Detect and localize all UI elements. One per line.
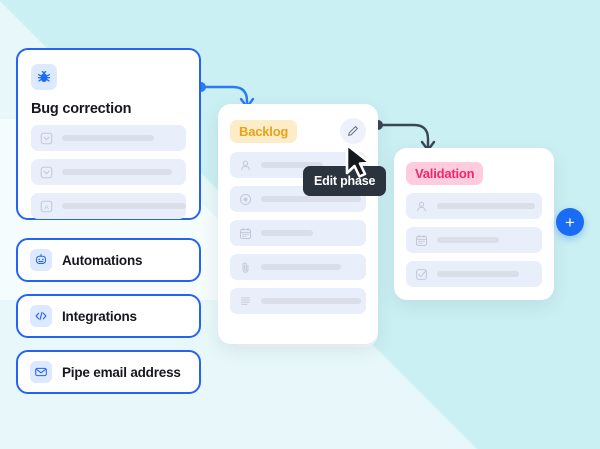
edit-phase-button[interactable] [340, 118, 366, 144]
validation-phase-card[interactable]: Validation [394, 148, 554, 300]
placeholder-bar [261, 196, 361, 202]
person-icon [238, 158, 252, 172]
text-field-icon: A [39, 199, 53, 213]
bug-correction-card[interactable]: Bug correction [16, 48, 201, 220]
sidebar-item-integrations[interactable]: Integrations [16, 294, 201, 338]
calendar-icon [238, 226, 252, 240]
backlog-card-header: Backlog [230, 118, 366, 144]
list-item[interactable] [406, 227, 542, 253]
list-item[interactable] [31, 159, 186, 185]
list-item[interactable]: A [31, 193, 186, 219]
placeholder-bar [62, 135, 154, 141]
add-phase-button[interactable]: + [556, 208, 584, 236]
placeholder-bar [437, 203, 535, 209]
sidebar-item-automations[interactable]: Automations [16, 238, 201, 282]
sidebar-item-label: Pipe email address [62, 364, 181, 380]
placeholder-bar [62, 169, 172, 175]
plus-icon: + [565, 212, 575, 232]
placeholder-bar [261, 264, 341, 270]
envelope-icon [30, 361, 52, 383]
code-brackets-icon [30, 305, 52, 327]
robot-icon [30, 249, 52, 271]
bug-icon [31, 64, 57, 90]
list-item[interactable] [230, 220, 366, 246]
sidebar-item-label: Automations [62, 252, 143, 268]
mouse-pointer-icon [345, 143, 372, 178]
status-badge: Validation [406, 162, 484, 185]
person-icon [414, 199, 428, 213]
checkbox-icon [414, 267, 428, 281]
placeholder-bar [261, 230, 313, 236]
text-lines-icon [238, 294, 252, 308]
sidebar-item-pipe-email-address[interactable]: Pipe email address [16, 350, 201, 394]
chevron-down-select-icon [39, 165, 53, 179]
calendar-icon [414, 233, 428, 247]
list-item[interactable] [230, 254, 366, 280]
radio-icon [238, 192, 252, 206]
sidebar-item-label: Integrations [62, 308, 137, 324]
list-item[interactable] [406, 261, 542, 287]
list-item[interactable] [31, 125, 186, 151]
backlog-phase-card[interactable]: Backlog [218, 104, 378, 344]
list-item[interactable] [230, 288, 366, 314]
svg-text:A: A [44, 204, 49, 211]
page-title: Bug correction [31, 101, 132, 117]
placeholder-bar [437, 271, 519, 277]
status-badge: Backlog [230, 119, 298, 143]
placeholder-bar [261, 298, 361, 304]
placeholder-bar [62, 203, 186, 209]
validation-card-header: Validation [406, 162, 542, 185]
placeholder-bar [261, 162, 323, 168]
placeholder-bar [437, 237, 499, 243]
paperclip-icon [238, 260, 252, 274]
list-item[interactable] [406, 193, 542, 219]
chevron-down-select-icon [39, 131, 53, 145]
